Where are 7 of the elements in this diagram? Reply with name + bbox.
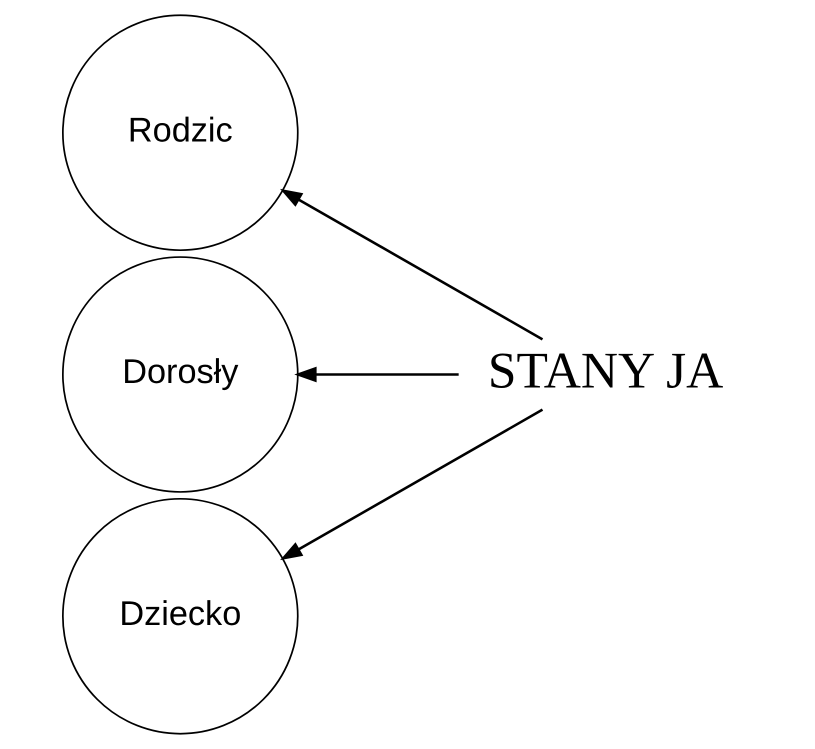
node-circle: Dorosły (62, 256, 299, 493)
arrow (294, 366, 459, 382)
arrow (280, 188, 544, 340)
node-circle: Rodzic (62, 14, 299, 252)
node-text: STANY JA (488, 342, 724, 400)
node-circle: Dziecko (62, 498, 299, 735)
arrow (280, 408, 544, 560)
